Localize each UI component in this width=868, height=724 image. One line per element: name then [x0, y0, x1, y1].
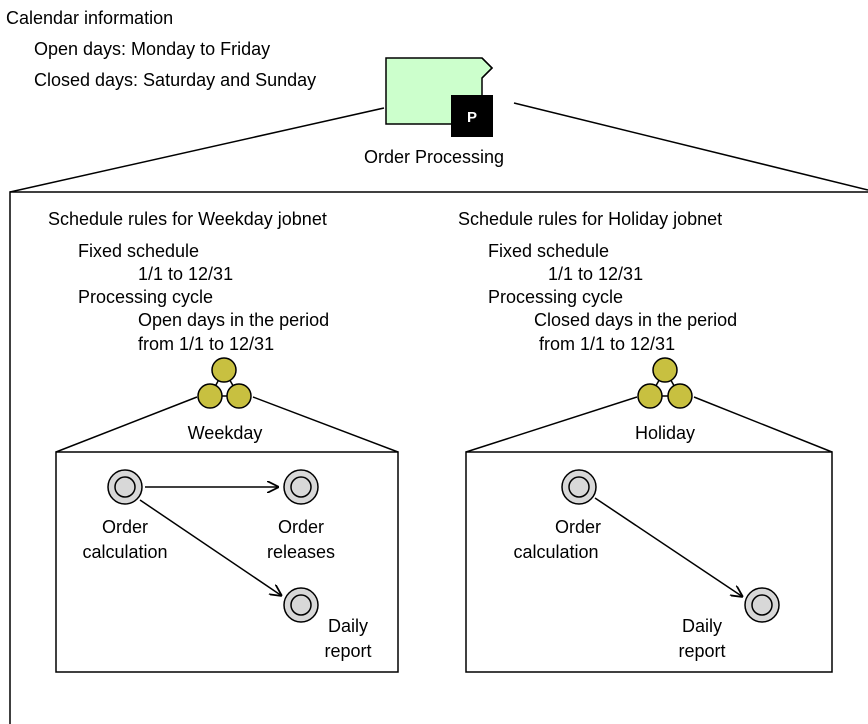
weekday-order-calculation-line2: calculation: [82, 542, 167, 562]
calendar-open-days: Open days: Monday to Friday: [34, 39, 270, 59]
holiday-expansion-left: [465, 396, 638, 453]
weekday-daily-report-line1: Daily: [328, 616, 368, 636]
weekday-job-daily-report-icon[interactable]: [283, 587, 319, 623]
weekday-order-calculation-line1: Order: [102, 517, 148, 537]
holiday-job-daily-report-icon[interactable]: [744, 587, 780, 623]
holiday-arrow-calc-to-report: [594, 497, 743, 597]
holiday-jobnet-label: Holiday: [635, 423, 695, 443]
holiday-fixed-schedule-label: Fixed schedule: [488, 241, 609, 261]
weekday-jobnet-label: Weekday: [188, 423, 263, 443]
holiday-jobnet-icon[interactable]: [637, 357, 693, 409]
weekday-job-order-releases-icon[interactable]: [283, 469, 319, 505]
holiday-cycle-label: Processing cycle: [488, 287, 623, 307]
expansion-line-right: [513, 102, 868, 191]
holiday-order-calculation-line2: calculation: [513, 542, 598, 562]
weekday-fixed-schedule-label: Fixed schedule: [78, 241, 199, 261]
weekday-heading: Schedule rules for Weekday jobnet: [48, 209, 327, 229]
expansion-line-left: [9, 107, 385, 193]
calendar-closed-days: Closed days: Saturday and Sunday: [34, 70, 316, 90]
holiday-daily-report-line2: report: [678, 641, 725, 661]
planning-badge: [451, 95, 493, 137]
weekday-arrow-calc-to-report: [139, 499, 282, 596]
weekday-expansion-left: [55, 396, 198, 453]
holiday-order-calculation-line1: Order: [555, 517, 601, 537]
holiday-fixed-schedule-value: 1/1 to 12/31: [548, 264, 643, 284]
holiday-detail-box: [465, 451, 833, 673]
weekday-cycle-line2: from 1/1 to 12/31: [138, 334, 274, 354]
holiday-expansion-right: [693, 396, 833, 453]
weekday-order-releases-line2: releases: [267, 542, 335, 562]
calendar-heading: Calendar information: [6, 8, 173, 28]
root-jobnet-label: Order Processing: [364, 147, 504, 167]
holiday-cycle-line2: from 1/1 to 12/31: [539, 334, 675, 354]
weekday-cycle-line1: Open days in the period: [138, 310, 329, 330]
weekday-daily-report-line2: report: [324, 641, 371, 661]
weekday-detail-box: [55, 451, 399, 673]
weekday-fixed-schedule-value: 1/1 to 12/31: [138, 264, 233, 284]
root-detail-frame: [9, 191, 868, 724]
holiday-job-order-calculation-icon[interactable]: [561, 469, 597, 505]
holiday-heading: Schedule rules for Holiday jobnet: [458, 209, 722, 229]
weekday-order-releases-line1: Order: [278, 517, 324, 537]
planning-jobnet-icon[interactable]: P: [385, 57, 494, 137]
holiday-cycle-line1: Closed days in the period: [534, 310, 737, 330]
weekday-job-order-calculation-icon[interactable]: [107, 469, 143, 505]
weekday-expansion-right: [252, 396, 399, 453]
weekday-cycle-label: Processing cycle: [78, 287, 213, 307]
holiday-daily-report-line1: Daily: [682, 616, 722, 636]
weekday-jobnet-icon[interactable]: [197, 357, 252, 409]
planning-badge-letter: P: [467, 109, 477, 126]
